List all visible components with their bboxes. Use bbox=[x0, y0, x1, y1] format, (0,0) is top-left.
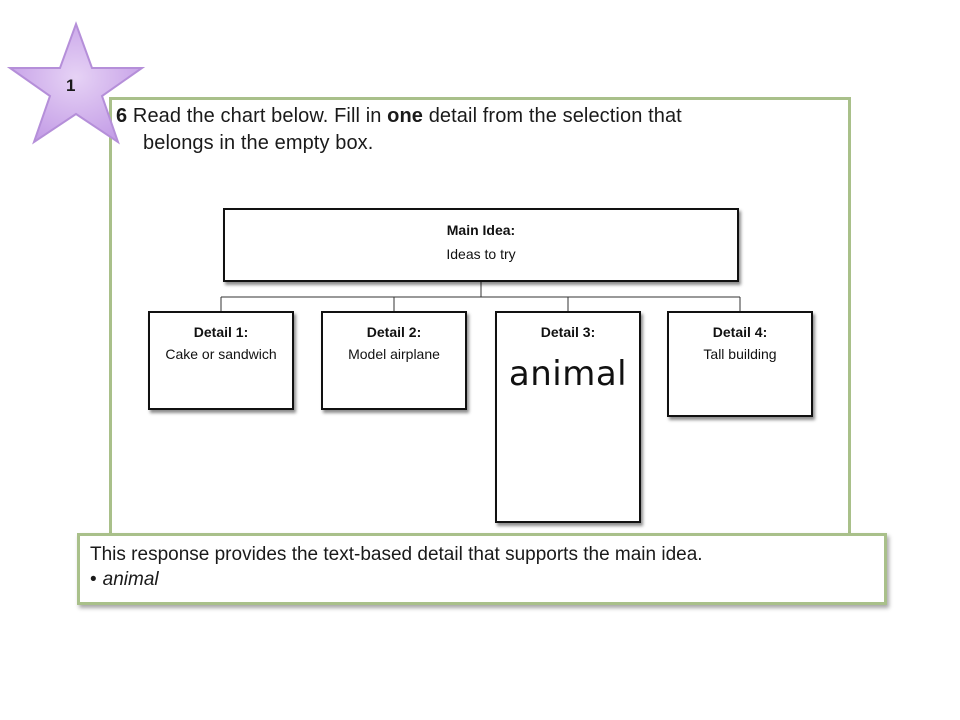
response-bullet-text: animal bbox=[102, 569, 159, 590]
badge-number: 1 bbox=[66, 76, 76, 95]
detail-box-4: Detail 4: Tall building bbox=[667, 311, 813, 417]
detail-1-text: Cake or sandwich bbox=[165, 346, 277, 362]
detail-4-heading: Detail 4: bbox=[712, 324, 768, 340]
detail-box-1: Detail 1: Cake or sandwich bbox=[148, 311, 294, 410]
detail-3-handwritten-answer: animal bbox=[508, 354, 628, 394]
response-text: This response provides the text-based de… bbox=[90, 544, 703, 565]
main-idea-heading: Main Idea: bbox=[446, 222, 516, 238]
response-box: This response provides the text-based de… bbox=[77, 533, 887, 605]
question-text-line2: belongs in the empty box. bbox=[143, 132, 374, 154]
detail-box-3: Detail 3: animal bbox=[495, 311, 641, 523]
bullet-icon: • bbox=[90, 569, 97, 590]
question-text: 6 Read the chart below. Fill in one deta… bbox=[116, 103, 836, 157]
star-badge-icon bbox=[6, 21, 146, 145]
detail-1-heading: Detail 1: bbox=[193, 324, 249, 340]
detail-3-heading: Detail 3: bbox=[540, 324, 596, 340]
question-bold-word: one bbox=[387, 105, 424, 127]
question-text-part2: detail from the selection that bbox=[428, 105, 682, 127]
response-bullet-item: •animal bbox=[90, 567, 874, 592]
detail-2-text: Model airplane bbox=[348, 346, 440, 362]
star-shape bbox=[6, 21, 146, 145]
main-idea-text: Ideas to try bbox=[446, 246, 516, 262]
detail-4-text: Tall building bbox=[703, 346, 777, 362]
main-idea-box: Main Idea: Ideas to try bbox=[223, 208, 739, 282]
detail-2-heading: Detail 2: bbox=[366, 324, 422, 340]
detail-box-2: Detail 2: Model airplane bbox=[321, 311, 467, 410]
question-number: 6 bbox=[116, 105, 128, 127]
question-text-part1: Read the chart below. Fill in bbox=[132, 105, 382, 127]
